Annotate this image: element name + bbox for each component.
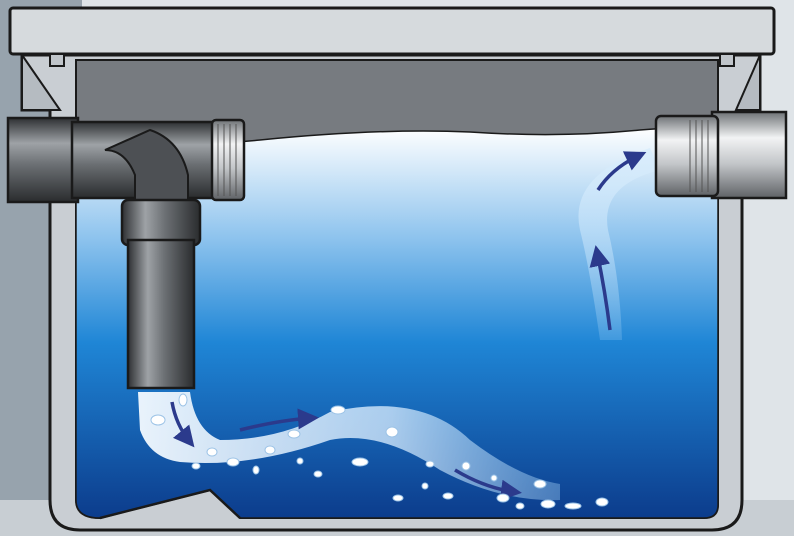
drop-pipe — [128, 240, 194, 388]
particle-icon — [393, 495, 403, 501]
particle-icon — [297, 458, 303, 464]
particle-icon — [352, 458, 368, 466]
particle-icon — [426, 461, 434, 467]
particle-icon — [207, 448, 217, 456]
particle-icon — [422, 483, 428, 489]
lid — [10, 8, 774, 54]
outlet-nut — [656, 116, 718, 196]
particle-icon — [516, 503, 524, 509]
outlet-pipe — [712, 112, 786, 198]
particle-icon — [497, 494, 509, 502]
particle-icon — [227, 458, 239, 466]
particle-icon — [331, 406, 345, 414]
particle-icon — [265, 446, 275, 454]
inlet-cap-fitting — [212, 120, 244, 200]
particle-icon — [288, 430, 300, 438]
particle-icon — [253, 466, 259, 474]
outlet-fitting — [656, 112, 786, 198]
particle-icon — [491, 475, 497, 481]
particle-icon — [534, 480, 546, 488]
lid-tab-right — [720, 54, 734, 66]
particle-icon — [541, 500, 555, 508]
particle-icon — [314, 471, 322, 477]
particle-icon — [596, 498, 608, 506]
particle-icon — [443, 493, 453, 499]
drop-pipe-coupling — [122, 200, 200, 245]
particle-icon — [179, 394, 187, 406]
inlet-pipe-stub — [8, 118, 78, 202]
particle-icon — [565, 503, 581, 509]
lid-tab-left — [50, 54, 64, 66]
particle-icon — [462, 462, 470, 470]
particle-icon — [151, 415, 165, 425]
particle-icon — [192, 463, 200, 469]
particle-icon — [386, 427, 398, 437]
